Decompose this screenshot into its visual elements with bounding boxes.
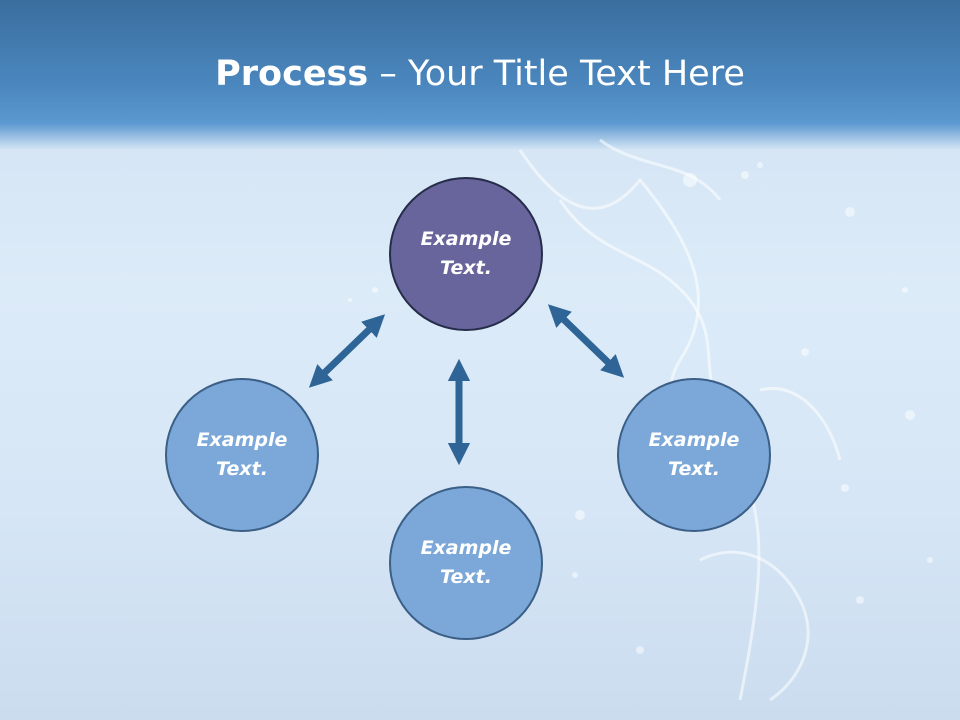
arrow-top-left — [308, 314, 386, 388]
process-node-right: Example Text. — [617, 378, 771, 532]
process-node-bottom: Example Text. — [389, 486, 543, 640]
title-bold: Process — [215, 54, 369, 94]
process-node-left: Example Text. — [165, 378, 319, 532]
title-rest: – Your Title Text Here — [368, 54, 745, 94]
node-left-label: Example Text. — [196, 429, 288, 480]
node-bottom-label: Example Text. — [420, 537, 512, 588]
arrow-top-right — [547, 304, 625, 378]
process-node-top: Example Text. — [389, 177, 543, 331]
slide-title: Process – Your Title Text Here — [0, 52, 960, 96]
node-top-label: Example Text. — [420, 228, 512, 279]
node-right-label: Example Text. — [648, 429, 740, 480]
title-banner — [0, 0, 960, 150]
